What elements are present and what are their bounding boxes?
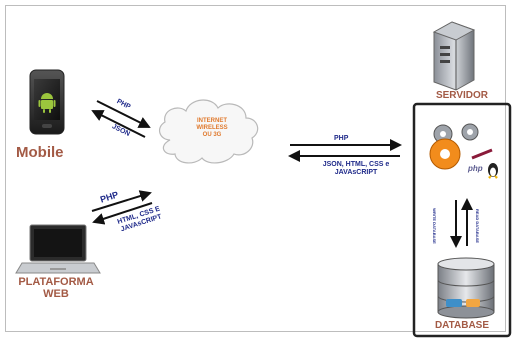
cloud-label: INTERNET WIRELESS OU 3G: [196, 118, 228, 138]
laptop-icon: [15, 224, 101, 274]
mysql-logo: [446, 299, 462, 307]
server-icon: [432, 21, 476, 91]
label-cloud-to-server: PHP: [334, 135, 349, 142]
plataforma-web-label: PLATAFORMA WEB: [18, 276, 94, 300]
arrow-cloud-to-web: [92, 202, 153, 225]
server-box: [412, 102, 512, 338]
arrow-web-to-cloud: [91, 190, 152, 212]
arrow-cloud-to-mobile: [91, 110, 146, 138]
arrow-mobile-to-cloud: [96, 100, 151, 128]
linux-tux-icon: [488, 163, 498, 179]
label-server-to-cloud: JSON, HTML, CSS e JAVAsCRIPT: [322, 161, 390, 176]
diagram-frame: [5, 5, 506, 332]
mobile-phone-icon: [29, 69, 65, 135]
servidor-label: SERVIDOR: [435, 90, 489, 101]
sql-logo: [466, 299, 480, 307]
mobile-label: Mobile: [16, 144, 64, 161]
gears-icon: [429, 123, 479, 170]
label-read-db: READ DATABASE: [475, 208, 481, 244]
internet-cloud-icon: [158, 99, 259, 164]
php-logo: php: [468, 164, 483, 173]
database-icon: [437, 257, 495, 319]
feather-icon: [471, 148, 493, 160]
label-write-db: WRITE DATABASE: [431, 208, 437, 244]
database-label: DATABASE: [434, 320, 490, 331]
android-icon: [38, 93, 56, 113]
